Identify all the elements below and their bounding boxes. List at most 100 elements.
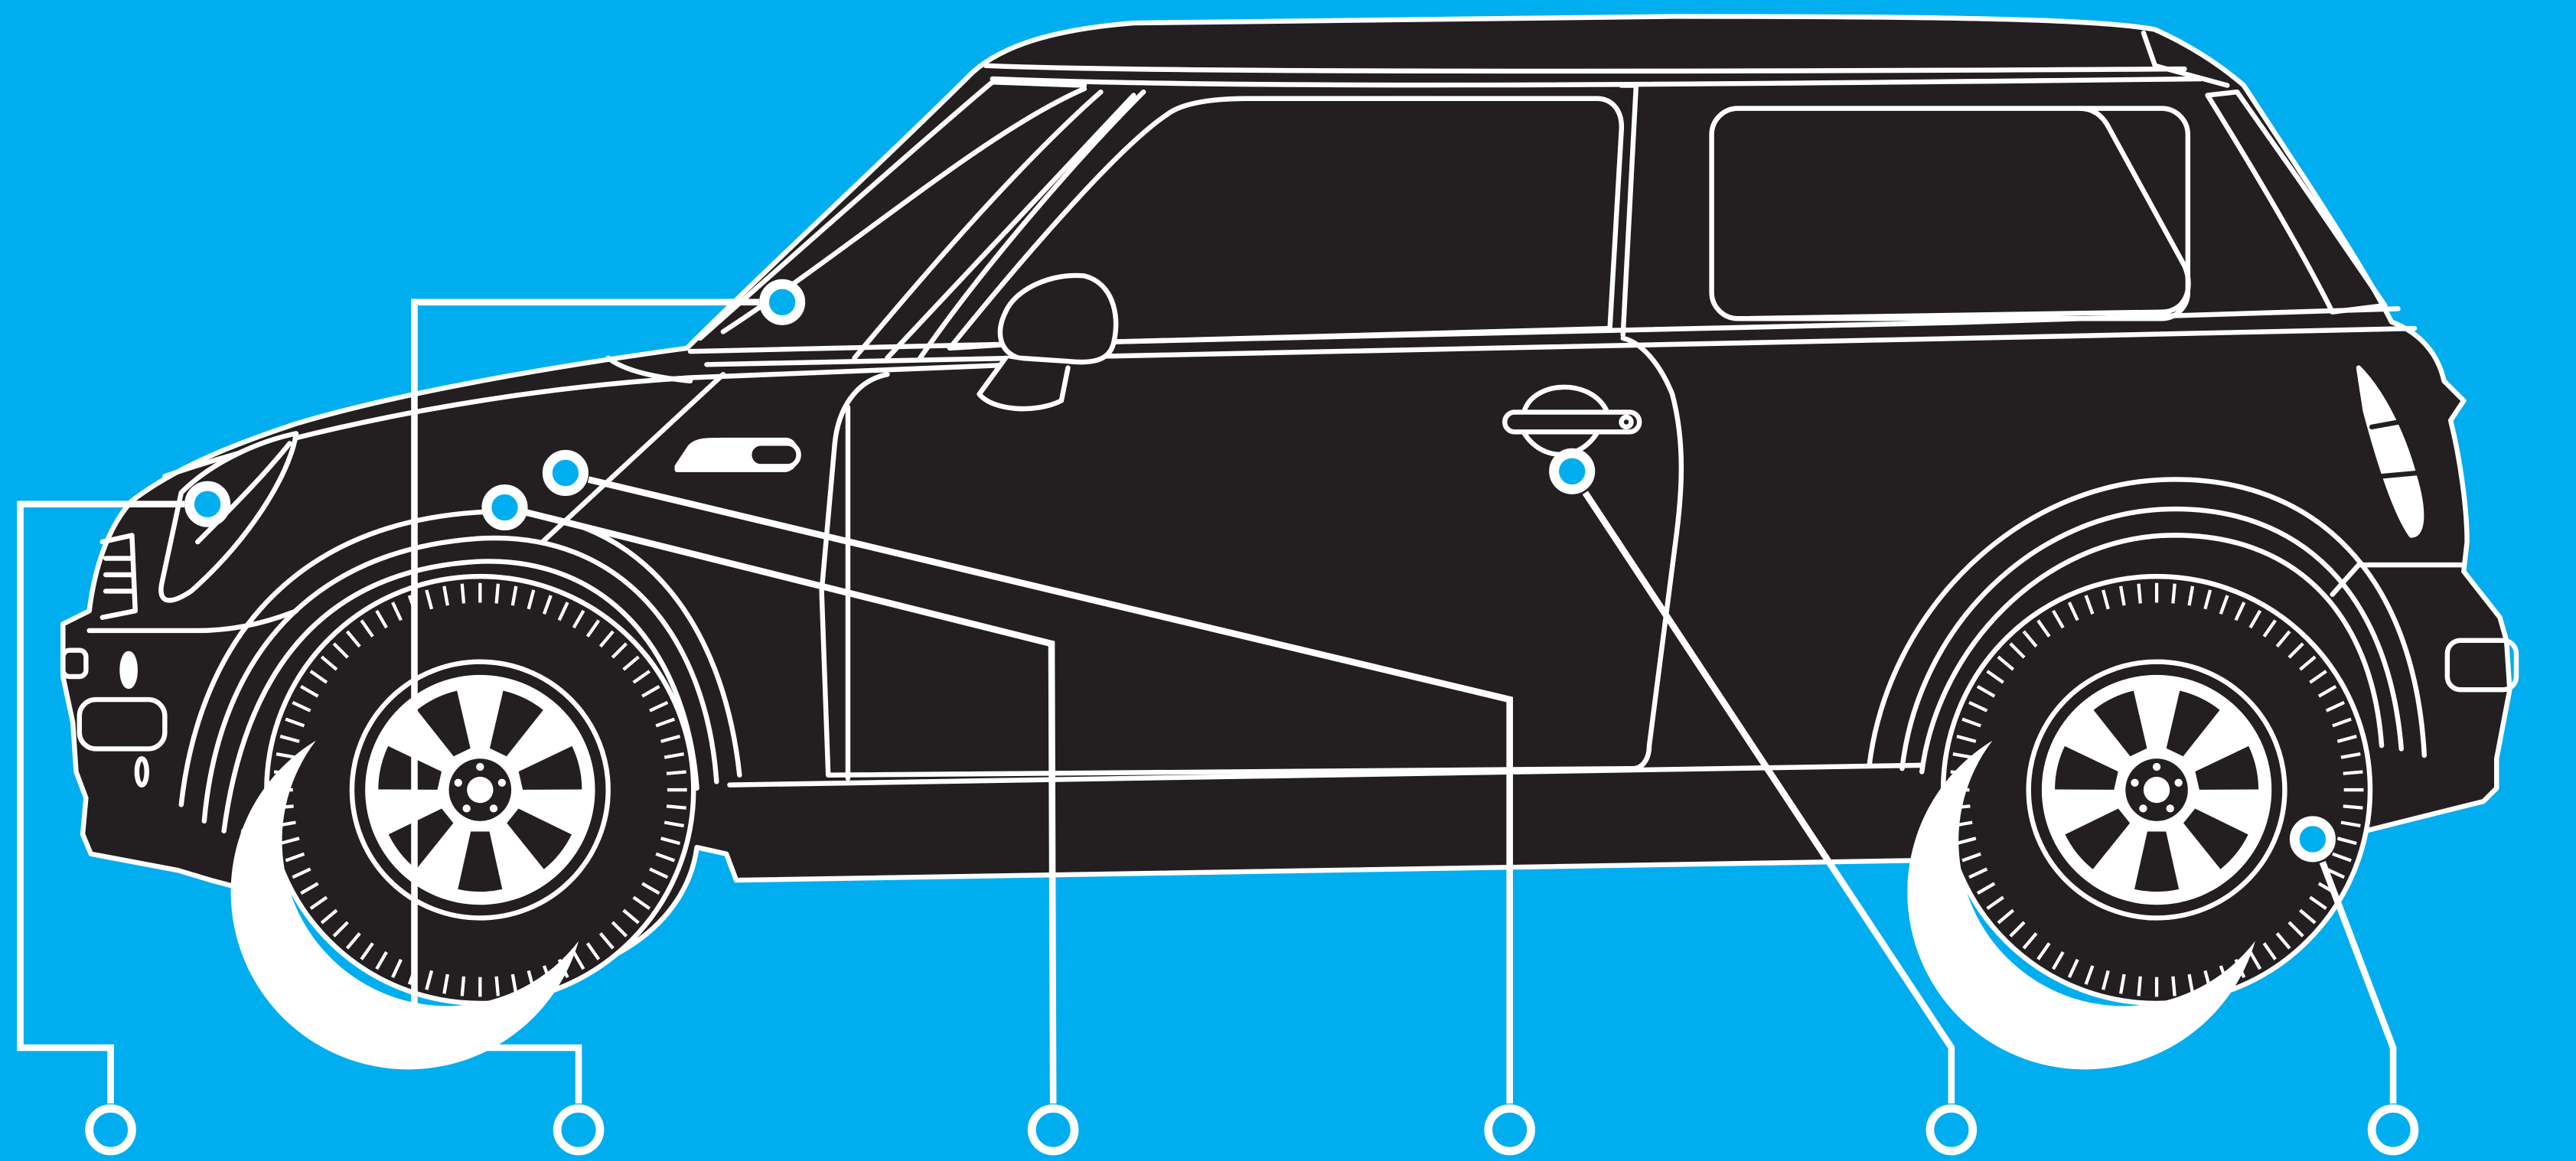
tire-tread [2336, 837, 2357, 846]
tire-tread [2009, 921, 2026, 938]
lug-nut [454, 778, 462, 787]
tire-tread [2187, 973, 2195, 994]
tire-tread [309, 670, 328, 684]
rear-wheel-arch [1919, 533, 2385, 775]
door-handle-callout-terminal-icon[interactable] [1925, 1104, 1978, 1156]
side-mirror-base [977, 355, 1071, 412]
rear-wheel-arch [1899, 506, 2404, 771]
windshield-hotspot-marker-icon[interactable] [759, 279, 806, 325]
tire-tread [641, 882, 660, 895]
headlight-hotspot-marker-icon[interactable] [184, 481, 231, 527]
tire-tread [664, 752, 684, 759]
rear-tire-callout-terminal-icon[interactable] [2367, 1104, 2419, 1156]
tire-tread [1956, 735, 1977, 743]
tire-tread [1956, 837, 1977, 846]
front-reflector [134, 756, 149, 788]
headlight-callout-terminal-icon[interactable] [85, 1104, 136, 1156]
tire-tread [632, 670, 651, 684]
tire-tread [2343, 770, 2363, 775]
headlight-inner [195, 441, 292, 545]
tire-tread [2203, 589, 2212, 610]
side-indicator-callout-terminal-icon[interactable] [1484, 1104, 1535, 1156]
tire-tread [2171, 976, 2177, 996]
fog-light [119, 651, 138, 690]
tire-tread [622, 908, 640, 925]
tire-tread [2137, 976, 2142, 996]
tire-tread [1968, 700, 1988, 713]
tire-tread [320, 908, 338, 925]
tire-tread [375, 609, 388, 629]
tire-tread [442, 585, 449, 606]
roof-rail [2141, 30, 2230, 88]
tire-tread [585, 942, 601, 960]
tire-tread [360, 942, 374, 960]
tire-tread [632, 895, 651, 910]
tire-tread [510, 973, 518, 994]
tire-tread [375, 951, 388, 970]
tire-tread [345, 932, 361, 950]
tire-tread [425, 970, 434, 990]
tire-tread [2219, 595, 2229, 615]
tire-tread [300, 882, 319, 895]
side-indicator-callout-line [587, 476, 1513, 1104]
door-handle-hotspot-marker-icon[interactable] [1549, 448, 1596, 494]
tire-tread [2325, 867, 2346, 879]
tire-tread [279, 837, 300, 846]
front-wheel-arch-callout-terminal-icon[interactable] [1027, 1104, 1079, 1156]
tire-tread [2036, 619, 2051, 638]
door-handle-callout-line [1582, 491, 1955, 1104]
tire-tread [655, 717, 676, 728]
rear-wheel-arch [1867, 477, 2428, 768]
tire-tread [292, 700, 311, 713]
lug-nut [462, 804, 471, 813]
rim-spoke-gap [2055, 745, 2118, 790]
tire-tread [2119, 973, 2126, 994]
tire-tread [2009, 642, 2026, 659]
rim-spoke-gap [2166, 690, 2220, 757]
tire-tread [2309, 670, 2327, 684]
a-pillar-line [852, 89, 1104, 360]
rim-spoke-gap [2183, 808, 2248, 869]
lug-nut [2152, 762, 2161, 771]
windshield-callout-terminal-icon[interactable] [553, 1104, 605, 1156]
tire-tread [1997, 655, 2015, 671]
rear-tire-hotspot-marker-icon[interactable] [2289, 816, 2336, 863]
rear-side-window [1709, 106, 2191, 321]
tire-tread [2343, 804, 2363, 810]
tire-tread [572, 609, 585, 629]
rear-side-window-edge [1738, 106, 2191, 321]
tire-tread [285, 852, 305, 863]
tire-tread [391, 958, 403, 979]
tire-tread [2084, 965, 2095, 985]
tire-tread [2332, 852, 2352, 863]
rim-spoke-gap [378, 745, 442, 790]
tire-tread [2325, 700, 2346, 713]
front-wheel-arch [201, 535, 719, 824]
tire-tread [2234, 602, 2246, 621]
b-pillar [1619, 83, 1639, 338]
front-side-window [947, 96, 1624, 351]
tire-tread [320, 655, 338, 671]
tire-tread [2067, 602, 2079, 621]
tire-tread [660, 837, 681, 846]
tire-tread [1961, 717, 1981, 728]
side-indicator-hotspot-marker-icon[interactable] [542, 449, 589, 496]
tail-light [2356, 365, 2424, 538]
roof-line [983, 63, 2187, 74]
tire-tread [2287, 642, 2304, 659]
front-wheel-arch [221, 559, 699, 833]
tire-tread [2262, 619, 2277, 638]
rocker-panel [727, 762, 1925, 788]
bumper-line [86, 608, 299, 634]
lug-nut [489, 804, 498, 813]
a-pillar-line [918, 89, 1146, 360]
tail-light-inner [2369, 418, 2421, 479]
front-wheel [230, 573, 696, 1070]
wheels [230, 573, 2373, 1070]
tire-tread [2084, 595, 2095, 615]
rim-spoke-gap [2134, 831, 2180, 892]
tire-tread [2248, 609, 2262, 629]
wheel-center-cap [467, 776, 494, 804]
front-wheel-arch-hotspot-marker-icon[interactable] [481, 484, 528, 531]
